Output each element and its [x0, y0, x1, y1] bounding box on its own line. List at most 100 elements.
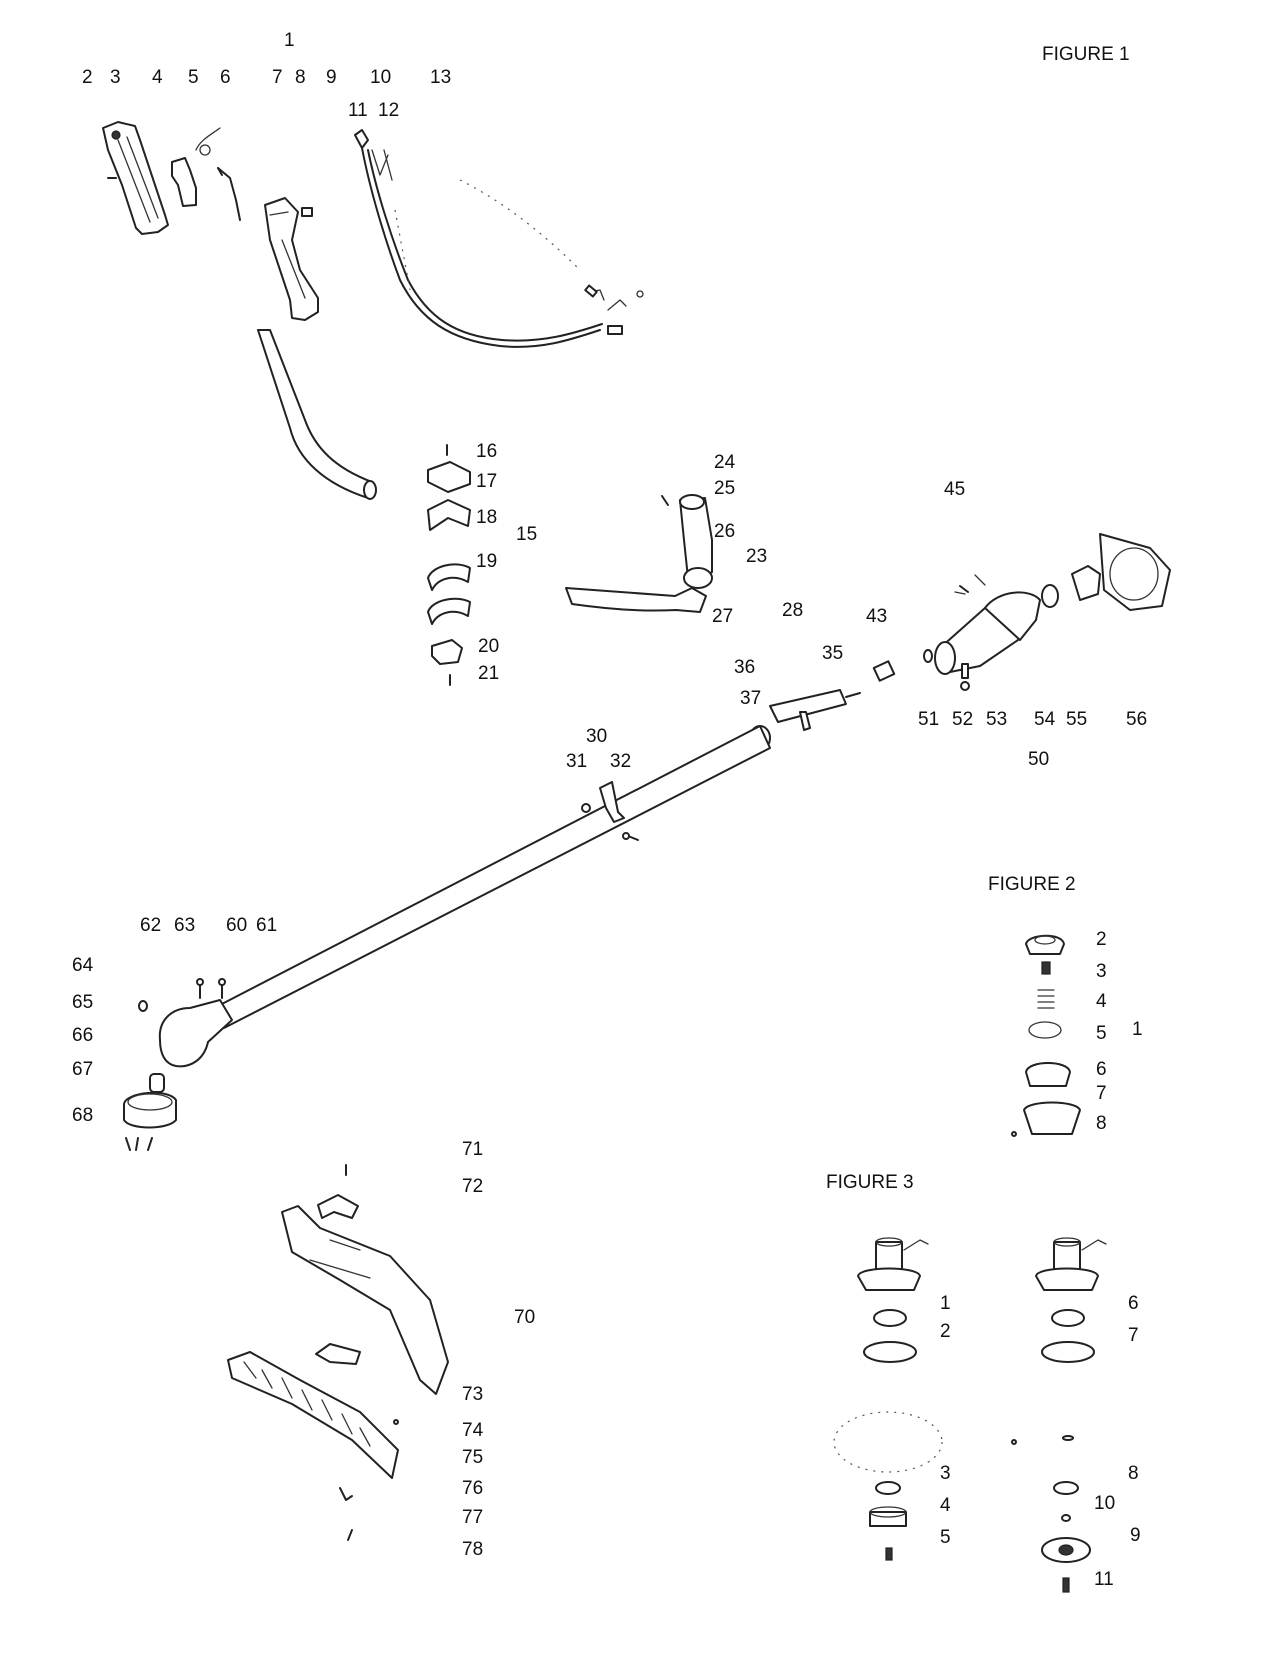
- callout-label: 63: [174, 915, 196, 936]
- callout-label: 70: [514, 1307, 536, 1328]
- grass-shield-assembly: [227, 1164, 449, 1541]
- callout-label: 5: [1096, 1023, 1107, 1044]
- callout-label: 66: [72, 1025, 94, 1046]
- throttle-trigger: [171, 127, 221, 207]
- callout-label: 8: [295, 67, 306, 88]
- fig3-right-blade-stack: [1011, 1237, 1107, 1593]
- callout-label: 72: [462, 1176, 484, 1197]
- callout-label: 6: [220, 67, 231, 88]
- callout-label: 31: [566, 751, 588, 772]
- handle-clamp-stack: [427, 444, 471, 686]
- callout-label: 7: [1096, 1083, 1107, 1104]
- callout-label: 8: [1128, 1463, 1139, 1484]
- callout-label: 25: [714, 478, 736, 499]
- callout-label: 52: [952, 709, 974, 730]
- callout-label: 61: [256, 915, 278, 936]
- callout-label: 71: [462, 1139, 484, 1160]
- throttle-lock-lever: [217, 167, 241, 221]
- callout-label: 2: [940, 1321, 951, 1342]
- callout-label: 9: [326, 67, 337, 88]
- callout-label: 3: [110, 67, 121, 88]
- callout-label: 51: [918, 709, 940, 730]
- callout-label: 20: [478, 636, 500, 657]
- fig3-left-blade-stack: [833, 1237, 943, 1561]
- callout-label: 27: [712, 606, 734, 627]
- callout-label: 30: [586, 726, 608, 747]
- rear-handle-left-half: [102, 121, 169, 235]
- loop-handle-bar: [257, 329, 377, 500]
- callout-label: 78: [462, 1539, 484, 1560]
- callout-label: 13: [430, 67, 452, 88]
- callout-label: 55: [1066, 709, 1088, 730]
- front-handle: [565, 494, 713, 613]
- figure-3-title: FIGURE 3: [826, 1172, 914, 1193]
- callout-label: 77: [462, 1507, 484, 1528]
- callout-label: 12: [378, 100, 400, 121]
- rear-handle-right-half: [264, 197, 319, 321]
- main-drive-tube: [217, 725, 771, 1029]
- callout-label: 4: [940, 1495, 951, 1516]
- callout-label: 5: [188, 67, 199, 88]
- callout-label: 65: [72, 992, 94, 1013]
- callout-label: 24: [714, 452, 736, 473]
- callout-label: 36: [734, 657, 756, 678]
- callout-label: 8: [1096, 1113, 1107, 1134]
- callout-label: 64: [72, 955, 94, 976]
- callout-label: 18: [476, 507, 498, 528]
- figure-2-title: FIGURE 2: [988, 874, 1076, 895]
- callout-label: 68: [72, 1105, 94, 1126]
- callout-label: 6: [1096, 1059, 1107, 1080]
- callout-label: 19: [476, 551, 498, 572]
- callout-label: 3: [1096, 961, 1107, 982]
- callout-label: 37: [740, 688, 762, 709]
- fig2-trimmer-head-parts: [1011, 934, 1081, 1137]
- callout-label: 1: [1132, 1019, 1143, 1040]
- callout-label: 17: [476, 471, 498, 492]
- callout-label: 3: [940, 1463, 951, 1484]
- callout-label: 32: [610, 751, 632, 772]
- callout-label: 10: [370, 67, 392, 88]
- callout-label: 21: [478, 663, 500, 684]
- callout-label: 67: [72, 1059, 94, 1080]
- callout-label: 75: [462, 1447, 484, 1468]
- callout-label: 2: [82, 67, 93, 88]
- callout-label: 16: [476, 441, 498, 462]
- callout-label: 15: [516, 524, 538, 545]
- gear-head-assembly: [123, 978, 233, 1151]
- callout-label: 7: [1128, 1325, 1139, 1346]
- callout-label: 6: [1128, 1293, 1139, 1314]
- callout-label: 11: [1094, 1569, 1114, 1590]
- callout-label: 35: [822, 643, 844, 664]
- callout-label: 10: [1094, 1493, 1116, 1514]
- callout-label: 11: [348, 100, 368, 121]
- callout-label: 4: [152, 67, 163, 88]
- callout-label: 1: [940, 1293, 951, 1314]
- callout-label: 56: [1126, 709, 1148, 730]
- throttle-cable-and-switch-wires: [354, 129, 644, 348]
- callout-label: 60: [226, 915, 248, 936]
- callout-label: 5: [940, 1527, 951, 1548]
- drive-shaft-and-bushing: [749, 660, 896, 751]
- callout-label: 2: [1096, 929, 1107, 950]
- clutch-housing: [923, 533, 1171, 691]
- callout-label: 45: [944, 479, 966, 500]
- callout-label: 53: [986, 709, 1008, 730]
- callout-label: 26: [714, 521, 736, 542]
- callout-label: 9: [1130, 1525, 1141, 1546]
- harness-bracket: [581, 781, 639, 841]
- figure-1-title: FIGURE 1: [1042, 44, 1130, 65]
- callout-label: 1: [284, 30, 295, 51]
- callout-label: 28: [782, 600, 804, 621]
- callout-label: 43: [866, 606, 888, 627]
- callout-label: 76: [462, 1478, 484, 1499]
- callout-label: 50: [1028, 749, 1050, 770]
- callout-label: 74: [462, 1420, 484, 1441]
- callout-label: 4: [1096, 991, 1107, 1012]
- callout-label: 7: [272, 67, 283, 88]
- callout-label: 54: [1034, 709, 1056, 730]
- callout-label: 23: [746, 546, 768, 567]
- callout-label: 62: [140, 915, 162, 936]
- callout-label: 73: [462, 1384, 484, 1405]
